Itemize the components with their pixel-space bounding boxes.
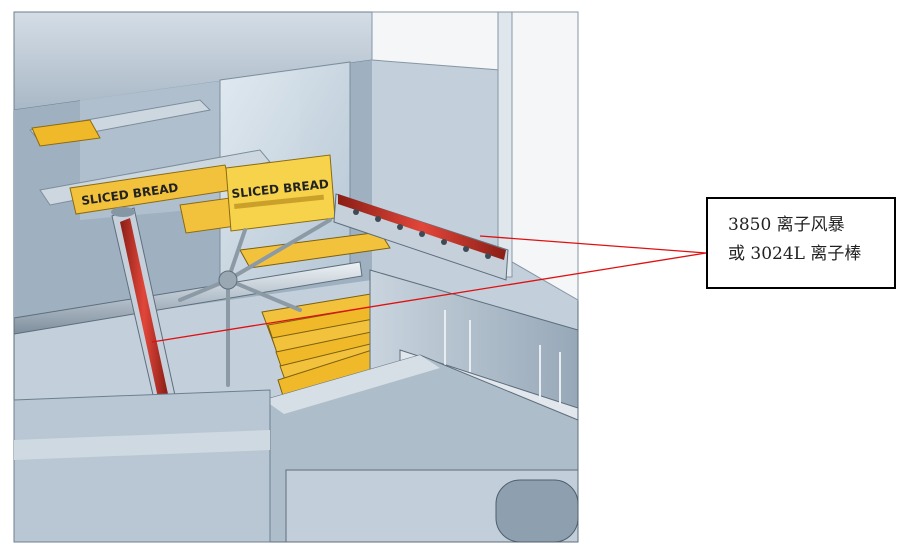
leader-line-right	[479, 235, 707, 254]
right-ionizer-bar	[333, 193, 509, 281]
leader-line-left	[151, 252, 707, 343]
pins	[444, 310, 561, 405]
callout-box: 3850 离子风暴 或 3024L 离子棒	[706, 197, 896, 289]
callout-line-1: 3850 离子风暴	[728, 215, 845, 235]
callout-line-2: 或 3024L 离子棒	[728, 244, 862, 264]
